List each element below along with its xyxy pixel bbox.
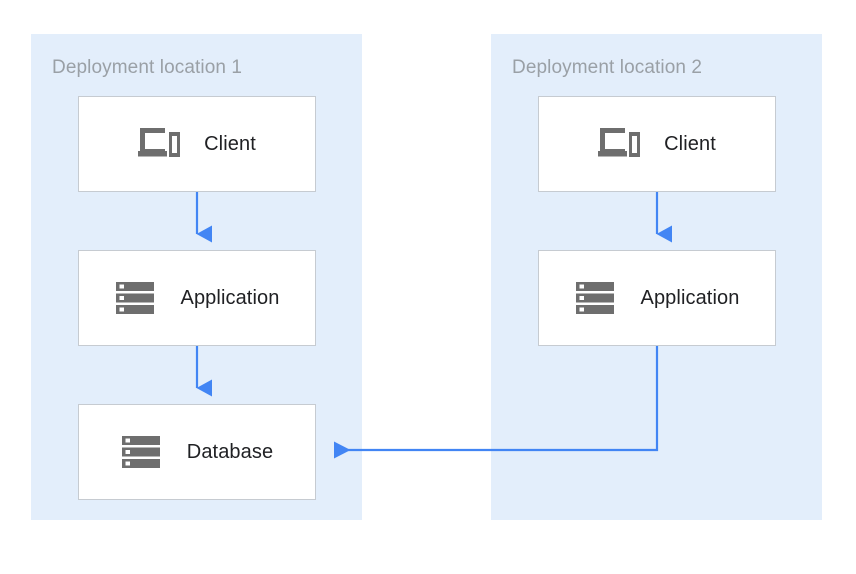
- zone-1-label: Deployment location 1: [52, 57, 243, 78]
- node-application-1[interactable]: Application: [78, 250, 316, 346]
- node-client-2[interactable]: Client: [538, 96, 776, 192]
- node-client-2-label: Client: [664, 133, 716, 155]
- node-application-2[interactable]: Application: [538, 250, 776, 346]
- node-application-2-label: Application: [640, 287, 740, 309]
- node-database-1-label: Database: [186, 441, 274, 463]
- node-client-1-label: Client: [204, 133, 256, 155]
- server-icon: [115, 282, 154, 314]
- devices-icon: [598, 128, 641, 157]
- server-icon: [121, 436, 160, 468]
- server-icon: [575, 282, 614, 314]
- devices-icon: [138, 128, 181, 157]
- node-database-1[interactable]: Database: [78, 404, 316, 500]
- node-application-1-label: Application: [180, 287, 280, 309]
- node-client-1[interactable]: Client: [78, 96, 316, 192]
- zone-2-label: Deployment location 2: [512, 57, 703, 78]
